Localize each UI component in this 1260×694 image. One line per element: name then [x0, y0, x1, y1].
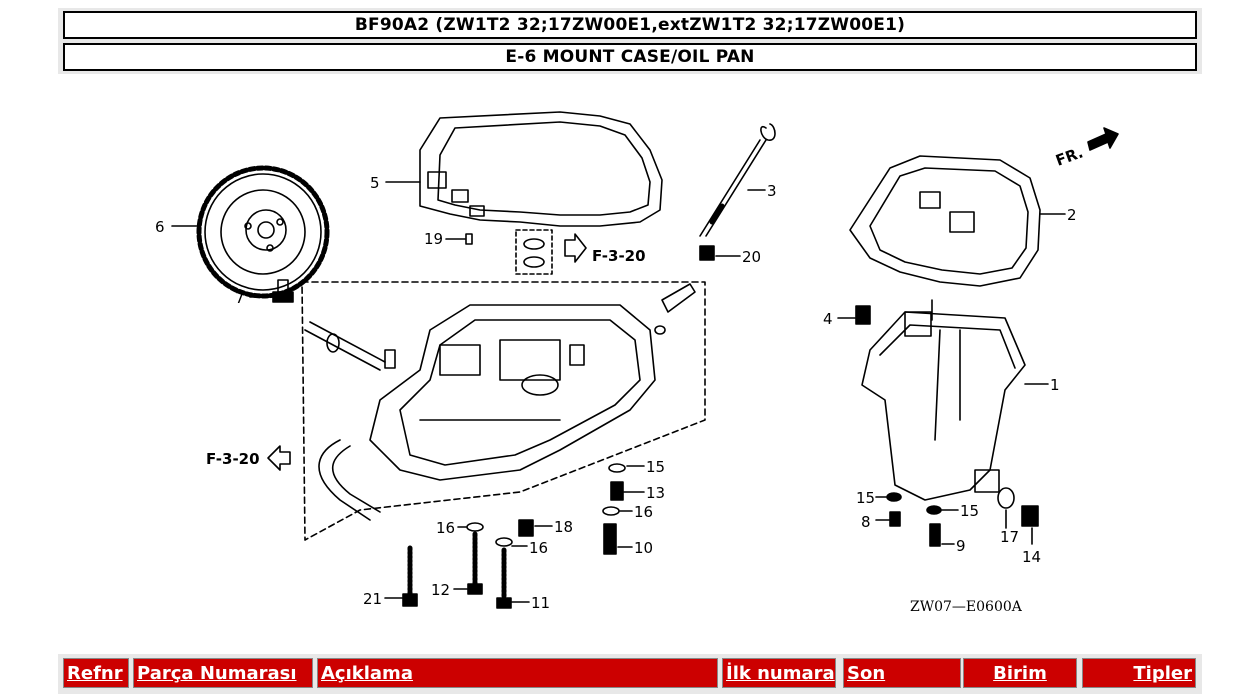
fr-label: FR. [1053, 143, 1085, 169]
callout-5: 5 [370, 174, 380, 192]
gasket-5 [419, 111, 663, 227]
parts-table-header: Refnr Parça Numarası Açıklama İlk numara… [58, 654, 1202, 694]
callout-17: 17 [1000, 528, 1019, 546]
callout-21: 21 [363, 590, 382, 608]
header-panel: BF90A2 (ZW1T2 32;17ZW00E1,extZW1T2 32;17… [58, 8, 1202, 74]
callout-15a: 15 [646, 458, 665, 476]
callout-11: 11 [531, 594, 550, 612]
dipstick [699, 123, 776, 237]
section-title: E-6 MOUNT CASE/OIL PAN [63, 43, 1197, 71]
bolt-7 [272, 279, 294, 303]
callout-18: 18 [554, 518, 573, 536]
col-last[interactable]: Son [843, 658, 961, 688]
oil-pan [861, 299, 1026, 501]
col-first-number[interactable]: İlk numara [722, 658, 836, 688]
callout-4: 4 [823, 310, 833, 328]
front-arrow-icon [1087, 127, 1119, 151]
ref-left: F-3-20 [206, 450, 260, 468]
part-4 [855, 305, 871, 325]
callout-12: 12 [431, 581, 450, 599]
col-unit[interactable]: Birim [963, 658, 1077, 688]
col-refnr[interactable]: Refnr [63, 658, 129, 688]
callout-3: 3 [767, 182, 777, 200]
diagram-code: ZW07—E0600A [910, 599, 1023, 615]
callout-14: 14 [1022, 548, 1041, 566]
callout-13: 13 [646, 484, 665, 502]
col-types[interactable]: Tipler [1082, 658, 1196, 688]
callout-20: 20 [742, 248, 761, 266]
col-part-number[interactable]: Parça Numarası [133, 658, 313, 688]
part-20 [699, 245, 715, 261]
callout-16a: 16 [436, 519, 455, 537]
callout-1: 1 [1050, 376, 1060, 394]
callout-9: 9 [956, 537, 966, 555]
mount-case [369, 304, 656, 481]
plug-19 [465, 233, 473, 245]
callout-15b: 15 [960, 502, 979, 520]
callout-16c: 16 [634, 503, 653, 521]
callout-7: 7 [235, 289, 245, 307]
callout-19: 19 [424, 230, 443, 248]
flywheel [196, 165, 330, 299]
callout-10: 10 [634, 539, 653, 557]
gasket-2 [849, 155, 1041, 287]
callout-8: 8 [861, 513, 871, 531]
callout-6: 6 [155, 218, 165, 236]
model-title: BF90A2 (ZW1T2 32;17ZW00E1,extZW1T2 32;17… [63, 11, 1197, 39]
col-description[interactable]: Açıklama [317, 658, 718, 688]
callout-15c: 15 [856, 489, 875, 507]
callout-16b: 16 [529, 539, 548, 557]
parts-diagram: 6 7 5 19 F-3-20 3 20 FR. [60, 80, 1200, 650]
callout-2: 2 [1067, 206, 1077, 224]
ref-top: F-3-20 [592, 247, 646, 265]
